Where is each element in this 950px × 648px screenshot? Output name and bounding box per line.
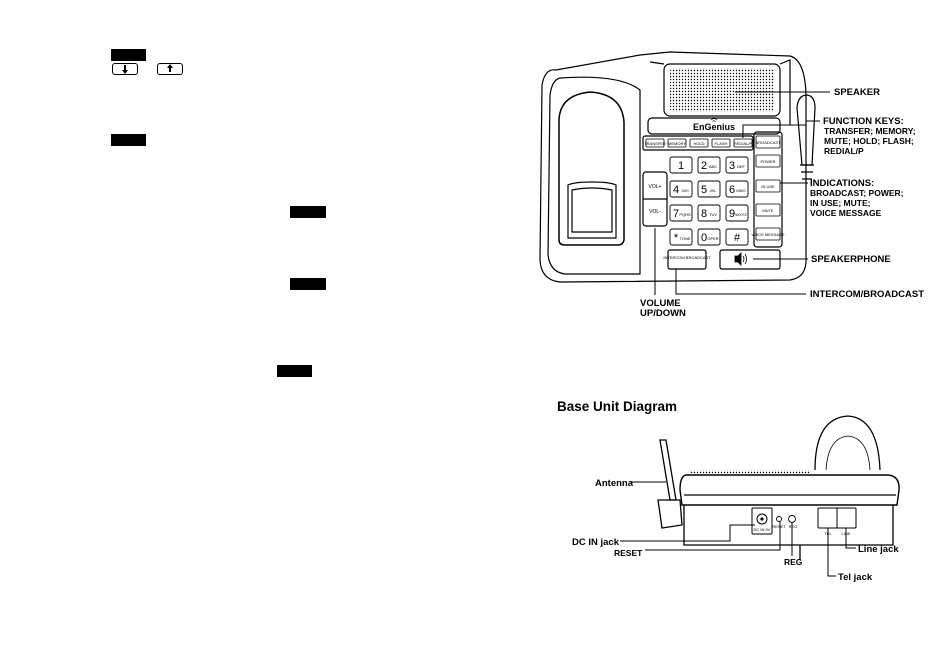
base-unit-side-view	[657, 415, 900, 560]
dc-in-port-center	[760, 517, 764, 521]
button-down-icon	[112, 63, 138, 75]
handset-cradle	[558, 91, 625, 246]
black-key-marker-4	[290, 278, 326, 290]
port-label-dc: DC IN 9V	[754, 527, 771, 532]
function-keys	[645, 138, 753, 148]
keypad-key	[725, 180, 749, 198]
keypad-key	[669, 204, 693, 222]
keypad-letters: TUV	[709, 212, 717, 217]
keypad-letters: MNO	[736, 188, 745, 193]
antenna	[659, 439, 677, 501]
base-callout-lines	[620, 481, 856, 577]
callout-antenna: Antenna	[595, 478, 634, 489]
function-key-redial: REDIAL/P	[734, 141, 753, 146]
function-key-memory: MEMORY	[668, 141, 686, 146]
keypad-key	[669, 156, 693, 174]
wireless-icon	[710, 118, 718, 122]
keypad-digit: 3	[729, 160, 735, 172]
keypad-digit: 2	[701, 160, 707, 172]
keypad-letters: PQRS	[679, 212, 691, 217]
keypad-key	[669, 180, 693, 198]
callout-reset: RESET	[614, 548, 643, 558]
callout-line-jack: Line jack	[858, 544, 899, 555]
dc-in-port-icon	[756, 513, 768, 525]
top-callout-lines	[654, 91, 830, 295]
keypad-key	[697, 204, 721, 222]
keypad-letters: TONE	[679, 236, 690, 241]
callout-function-keys-line-1: TRANSFER; MEMORY;	[824, 126, 916, 136]
callout-indications-line-2: IN USE; MUTE;	[810, 198, 871, 208]
phone-body-outline	[539, 51, 807, 283]
callout-function-keys-line-2: MUTE; HOLD; FLASH;	[824, 136, 914, 146]
keypad-digit: 7	[673, 208, 679, 220]
keypad-key	[697, 180, 721, 198]
keypad-letters: OPER	[707, 236, 718, 241]
keypad-digit: 9	[729, 208, 735, 220]
port-label-reg: REG	[789, 524, 798, 529]
keypad-key	[725, 204, 749, 222]
keypad-digit: 5	[701, 184, 707, 196]
base-body	[679, 474, 900, 506]
keypad-letters: WXYZ	[735, 212, 747, 217]
speaker-icon	[734, 252, 747, 266]
black-key-marker-5	[277, 365, 312, 377]
black-key-marker-2	[111, 134, 146, 146]
keypad-key	[669, 228, 693, 246]
brand-logo: EnGenius	[693, 122, 735, 132]
keypad-letters: GHI	[681, 188, 688, 193]
vol-down-label: VOL-	[649, 209, 661, 215]
keypad-key	[697, 228, 721, 246]
callout-tel-jack: Tel jack	[838, 572, 873, 583]
function-key-hold: HOLD	[693, 141, 704, 146]
phone-top-view	[539, 51, 816, 283]
keypad-digit: *	[674, 232, 679, 244]
side-key-voice-message: VOICE MESSAGE	[751, 232, 785, 237]
side-key-broadcast: BROADCAST	[756, 140, 781, 145]
callout-dc-in-jack: DC IN jack	[572, 537, 620, 548]
port-label-reset: RESET	[772, 524, 786, 529]
keypad-digit: 1	[678, 160, 684, 172]
function-key-flash: FLASH	[715, 141, 728, 146]
black-key-marker-3	[290, 206, 326, 218]
intercom-key-label: INTERCOM BROADCAST	[663, 255, 711, 260]
callout-indications-line-1: BROADCAST; POWER;	[810, 188, 904, 198]
keypad-digit: 6	[729, 184, 735, 196]
keypad-letters: JKL	[710, 188, 718, 193]
keypad-letters: DEF	[737, 164, 746, 169]
callout-function-keys-line-3: REDIAL/P	[824, 146, 864, 156]
keypad-key	[697, 156, 721, 174]
vol-up-label: VOL+	[649, 184, 662, 190]
callout-speakerphone: SPEAKERPHONE	[811, 254, 891, 265]
callout-intercom-broadcast: INTERCOM/BROADCAST	[810, 289, 924, 300]
keypad-key	[725, 228, 749, 246]
base-unit-heading: Base Unit Diagram	[557, 399, 678, 414]
callout-volume-line-1: VOLUME	[640, 298, 681, 309]
callout-indications: INDICATIONS:	[810, 178, 874, 189]
keypad-letters: ABC	[709, 164, 717, 169]
function-key-transfer: TRANSFER	[644, 141, 666, 146]
keypad-digit: 4	[673, 184, 679, 196]
side-keys	[755, 135, 781, 241]
black-key-marker-1	[111, 49, 146, 61]
keypad-digit: 8	[701, 208, 707, 220]
side-key-mute: MUTE	[762, 208, 774, 213]
speaker-grille	[663, 63, 781, 117]
reset-button-icon	[776, 516, 782, 522]
keypad-digit: #	[734, 232, 741, 244]
button-up-icon	[157, 63, 183, 75]
handset-hump	[814, 415, 881, 471]
callout-function-keys: FUNCTION KEYS:	[823, 116, 904, 127]
keypad-digit: 0	[701, 232, 707, 244]
side-key-in-use: IN USE	[761, 184, 775, 189]
reg-button-icon	[788, 515, 796, 523]
callout-reg: REG	[784, 557, 803, 567]
keypad-key	[725, 156, 749, 174]
callout-indications-line-3: VOICE MESSAGE	[810, 208, 882, 218]
side-key-power: POWER	[760, 159, 775, 164]
callout-volume-line-2: UP/DOWN	[640, 308, 686, 319]
callout-speaker: SPEAKER	[834, 87, 880, 98]
